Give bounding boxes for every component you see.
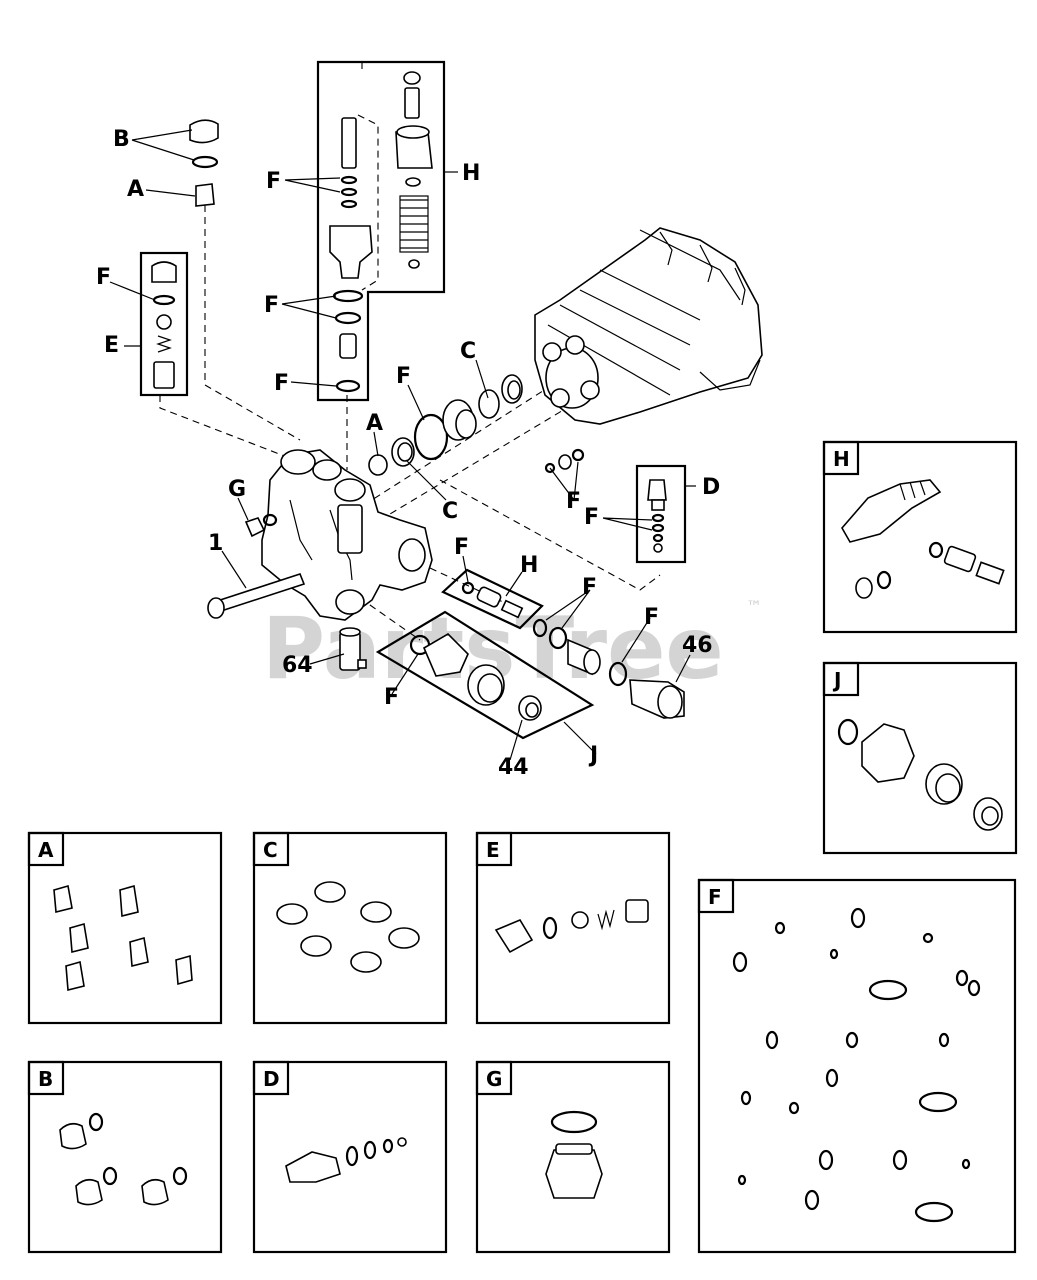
kit-label-j: J	[832, 668, 841, 692]
callout-f-right2: F	[644, 605, 659, 630]
kit-label-b: B	[38, 1067, 53, 1091]
kit-box-h: H	[822, 440, 1018, 634]
part-64	[339, 627, 367, 671]
kit-label-f: F	[708, 885, 722, 909]
callout-c-mid: C	[442, 499, 458, 524]
callout-f-small: F	[566, 489, 581, 514]
callout-g: G	[228, 477, 246, 502]
callout-b: B	[113, 127, 130, 152]
kit-label-a: A	[38, 838, 54, 862]
kit-box-e: E	[475, 831, 671, 1025]
callout-f-h1: F	[266, 169, 281, 194]
callout-h-top: H	[462, 161, 480, 186]
kit-label-e: E	[486, 838, 500, 862]
callout-f-h3: F	[274, 371, 289, 396]
j-assembly-parts	[409, 632, 542, 721]
kit-label-c: C	[263, 838, 278, 862]
callout-f-j: F	[384, 685, 399, 710]
callout-a-top: A	[127, 177, 144, 202]
callout-44: 44	[498, 755, 529, 780]
callout-h-mid: H	[520, 553, 538, 578]
e-assembly-parts	[151, 261, 177, 389]
kit-box-a: A	[27, 831, 223, 1025]
callout-1: 1	[208, 531, 223, 556]
callout-a-mid: A	[366, 411, 383, 436]
kit-box-d: D	[252, 1060, 448, 1254]
callout-f-e: F	[96, 265, 111, 290]
manifold-body	[261, 449, 433, 621]
d-assembly-parts	[647, 479, 667, 553]
kit-box-g: G	[475, 1060, 671, 1254]
small-f-rings	[544, 448, 585, 474]
callout-f-h4: F	[454, 535, 469, 560]
callout-d: D	[702, 475, 720, 500]
h-mid-kit-parts	[461, 581, 524, 619]
assembly-lines	[159, 62, 661, 641]
callout-64: 64	[282, 653, 313, 678]
g-plug-part	[244, 513, 278, 538]
bolt-part	[207, 573, 306, 619]
callout-f-h2: F	[264, 293, 279, 318]
h-assembly-parts	[329, 71, 433, 393]
kit-box-c: C	[252, 831, 448, 1025]
callout-f-d: F	[584, 505, 599, 530]
leader-lines	[109, 129, 696, 761]
kit-box-f: F	[697, 878, 1017, 1254]
callout-46: 46	[682, 633, 713, 658]
callout-f-right: F	[582, 575, 597, 600]
middle-seals	[368, 374, 523, 476]
callout-f-mid: F	[396, 364, 411, 389]
kit-label-h: H	[833, 447, 850, 471]
callout-c-top: C	[460, 339, 476, 364]
right-fittings	[532, 618, 685, 719]
kit-label-g: G	[486, 1067, 502, 1091]
pump-housing	[534, 227, 763, 425]
watermark-trademark: ™	[746, 597, 762, 616]
kit-box-j: J	[822, 661, 1018, 855]
kit-label-d: D	[263, 1067, 280, 1091]
callout-j: J	[588, 743, 598, 768]
callout-e: E	[104, 333, 119, 358]
kit-box-b: B	[27, 1060, 223, 1254]
top-b-a-parts	[189, 119, 219, 207]
